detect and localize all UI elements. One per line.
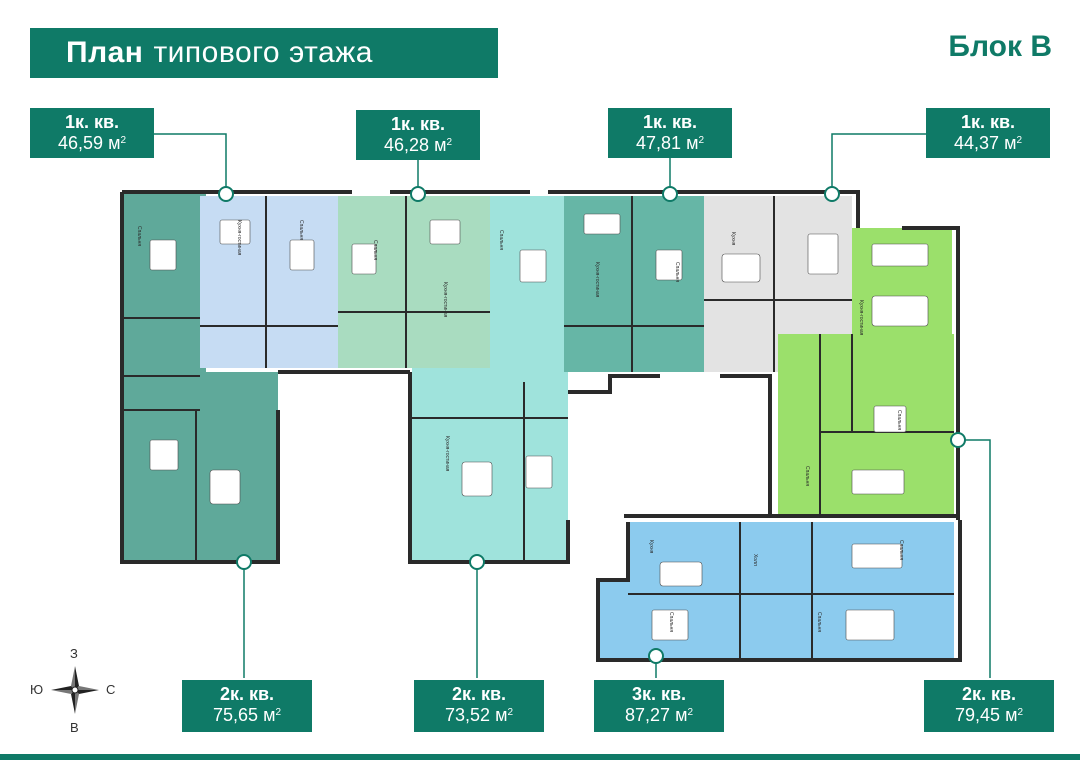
svg-text:Спальня: Спальня xyxy=(136,226,142,246)
compass-star-icon xyxy=(51,666,99,714)
svg-text:Кухня-гостиная: Кухня-гостиная xyxy=(236,220,242,256)
svg-text:Спальня: Спальня xyxy=(498,230,504,250)
room-labels: Спальня Кухня-гостиная Спальня Спальня К… xyxy=(136,220,904,632)
apartment-area: 75,65 xyxy=(213,705,259,725)
apartment-label-bot4: 2к. кв. 79,45 м2 xyxy=(924,680,1054,732)
apartment-type: 1к. кв. xyxy=(642,112,698,132)
apartment-label-bot3: 3к. кв. 87,27 м2 xyxy=(594,680,724,732)
apartment-label-top1: 1к. кв. 46,59 м2 xyxy=(30,108,154,158)
zone-apartment-bot1-b xyxy=(196,372,278,562)
apartment-area: 79,45 xyxy=(955,705,1001,725)
apartment-type: 1к. кв. xyxy=(390,114,446,134)
svg-text:Кухня: Кухня xyxy=(730,232,736,246)
apartment-type: 2к. кв. xyxy=(961,684,1017,704)
page-title: План типового этажа xyxy=(30,28,498,78)
apartment-type: 2к. кв. xyxy=(219,684,275,704)
svg-text:Кухня-гостиная: Кухня-гостиная xyxy=(442,282,448,318)
apartment-label-top4: 1к. кв. 44,37 м2 xyxy=(926,108,1050,158)
title-light: типового этажа xyxy=(153,36,373,69)
outer-walls xyxy=(120,190,962,662)
compass-west: Ю xyxy=(30,682,44,697)
zone-apartment-top2 xyxy=(338,196,490,368)
apartment-area: 46,59 xyxy=(58,133,104,153)
partition-walls xyxy=(122,196,954,658)
furniture xyxy=(149,213,929,641)
title-bold: План xyxy=(66,36,144,69)
bottom-strip xyxy=(0,754,1080,760)
svg-text:Спальня: Спальня xyxy=(674,262,680,282)
svg-text:Спальня: Спальня xyxy=(896,410,902,430)
apartment-area: 46,28 xyxy=(384,135,430,155)
compass-rose: З В Ю С xyxy=(30,646,120,738)
svg-text:Кухня: Кухня xyxy=(648,540,654,554)
svg-text:Спальня: Спальня xyxy=(668,612,674,632)
zone-apartment-bot3-b xyxy=(598,580,632,658)
apartment-area: 47,81 xyxy=(636,133,682,153)
apartment-area: 87,27 xyxy=(625,705,671,725)
compass-east: С xyxy=(106,682,116,697)
svg-text:Спальня: Спальня xyxy=(898,540,904,560)
connector-dots xyxy=(218,186,966,664)
svg-text:Холл: Холл xyxy=(752,554,758,566)
apartment-type: 1к. кв. xyxy=(960,112,1016,132)
apartment-label-bot2: 2к. кв. 73,52 м2 xyxy=(414,680,544,732)
svg-text:Кухня-гостиная: Кухня-гостиная xyxy=(444,436,450,472)
apartment-area: 73,52 xyxy=(445,705,491,725)
svg-text:Спальня: Спальня xyxy=(372,240,378,260)
apartment-label-bot1: 2к. кв. 75,65 м2 xyxy=(182,680,312,732)
compass-south: В xyxy=(70,720,79,735)
apartment-type: 2к. кв. xyxy=(451,684,507,704)
svg-text:Кухня-гостиная: Кухня-гостиная xyxy=(858,300,864,336)
compass-north: З xyxy=(70,646,78,661)
apartment-label-top3: 1к. кв. 47,81 м2 xyxy=(608,108,732,158)
svg-text:Кухня-гостиная: Кухня-гостиная xyxy=(594,262,600,298)
apartment-type: 1к. кв. xyxy=(64,112,120,132)
block-title: Блок В xyxy=(948,30,1052,63)
apartment-label-top2: 1к. кв. 46,28 м2 xyxy=(356,110,480,160)
zone-apartment-bot2 xyxy=(490,196,564,382)
svg-text:Спальня: Спальня xyxy=(298,220,304,240)
svg-text:Спальня: Спальня xyxy=(816,612,822,632)
apartment-area: 44,37 xyxy=(954,133,1000,153)
connector-lines xyxy=(154,133,991,678)
apartment-type: 3к. кв. xyxy=(631,684,687,704)
svg-text:Спальня: Спальня xyxy=(804,466,810,486)
